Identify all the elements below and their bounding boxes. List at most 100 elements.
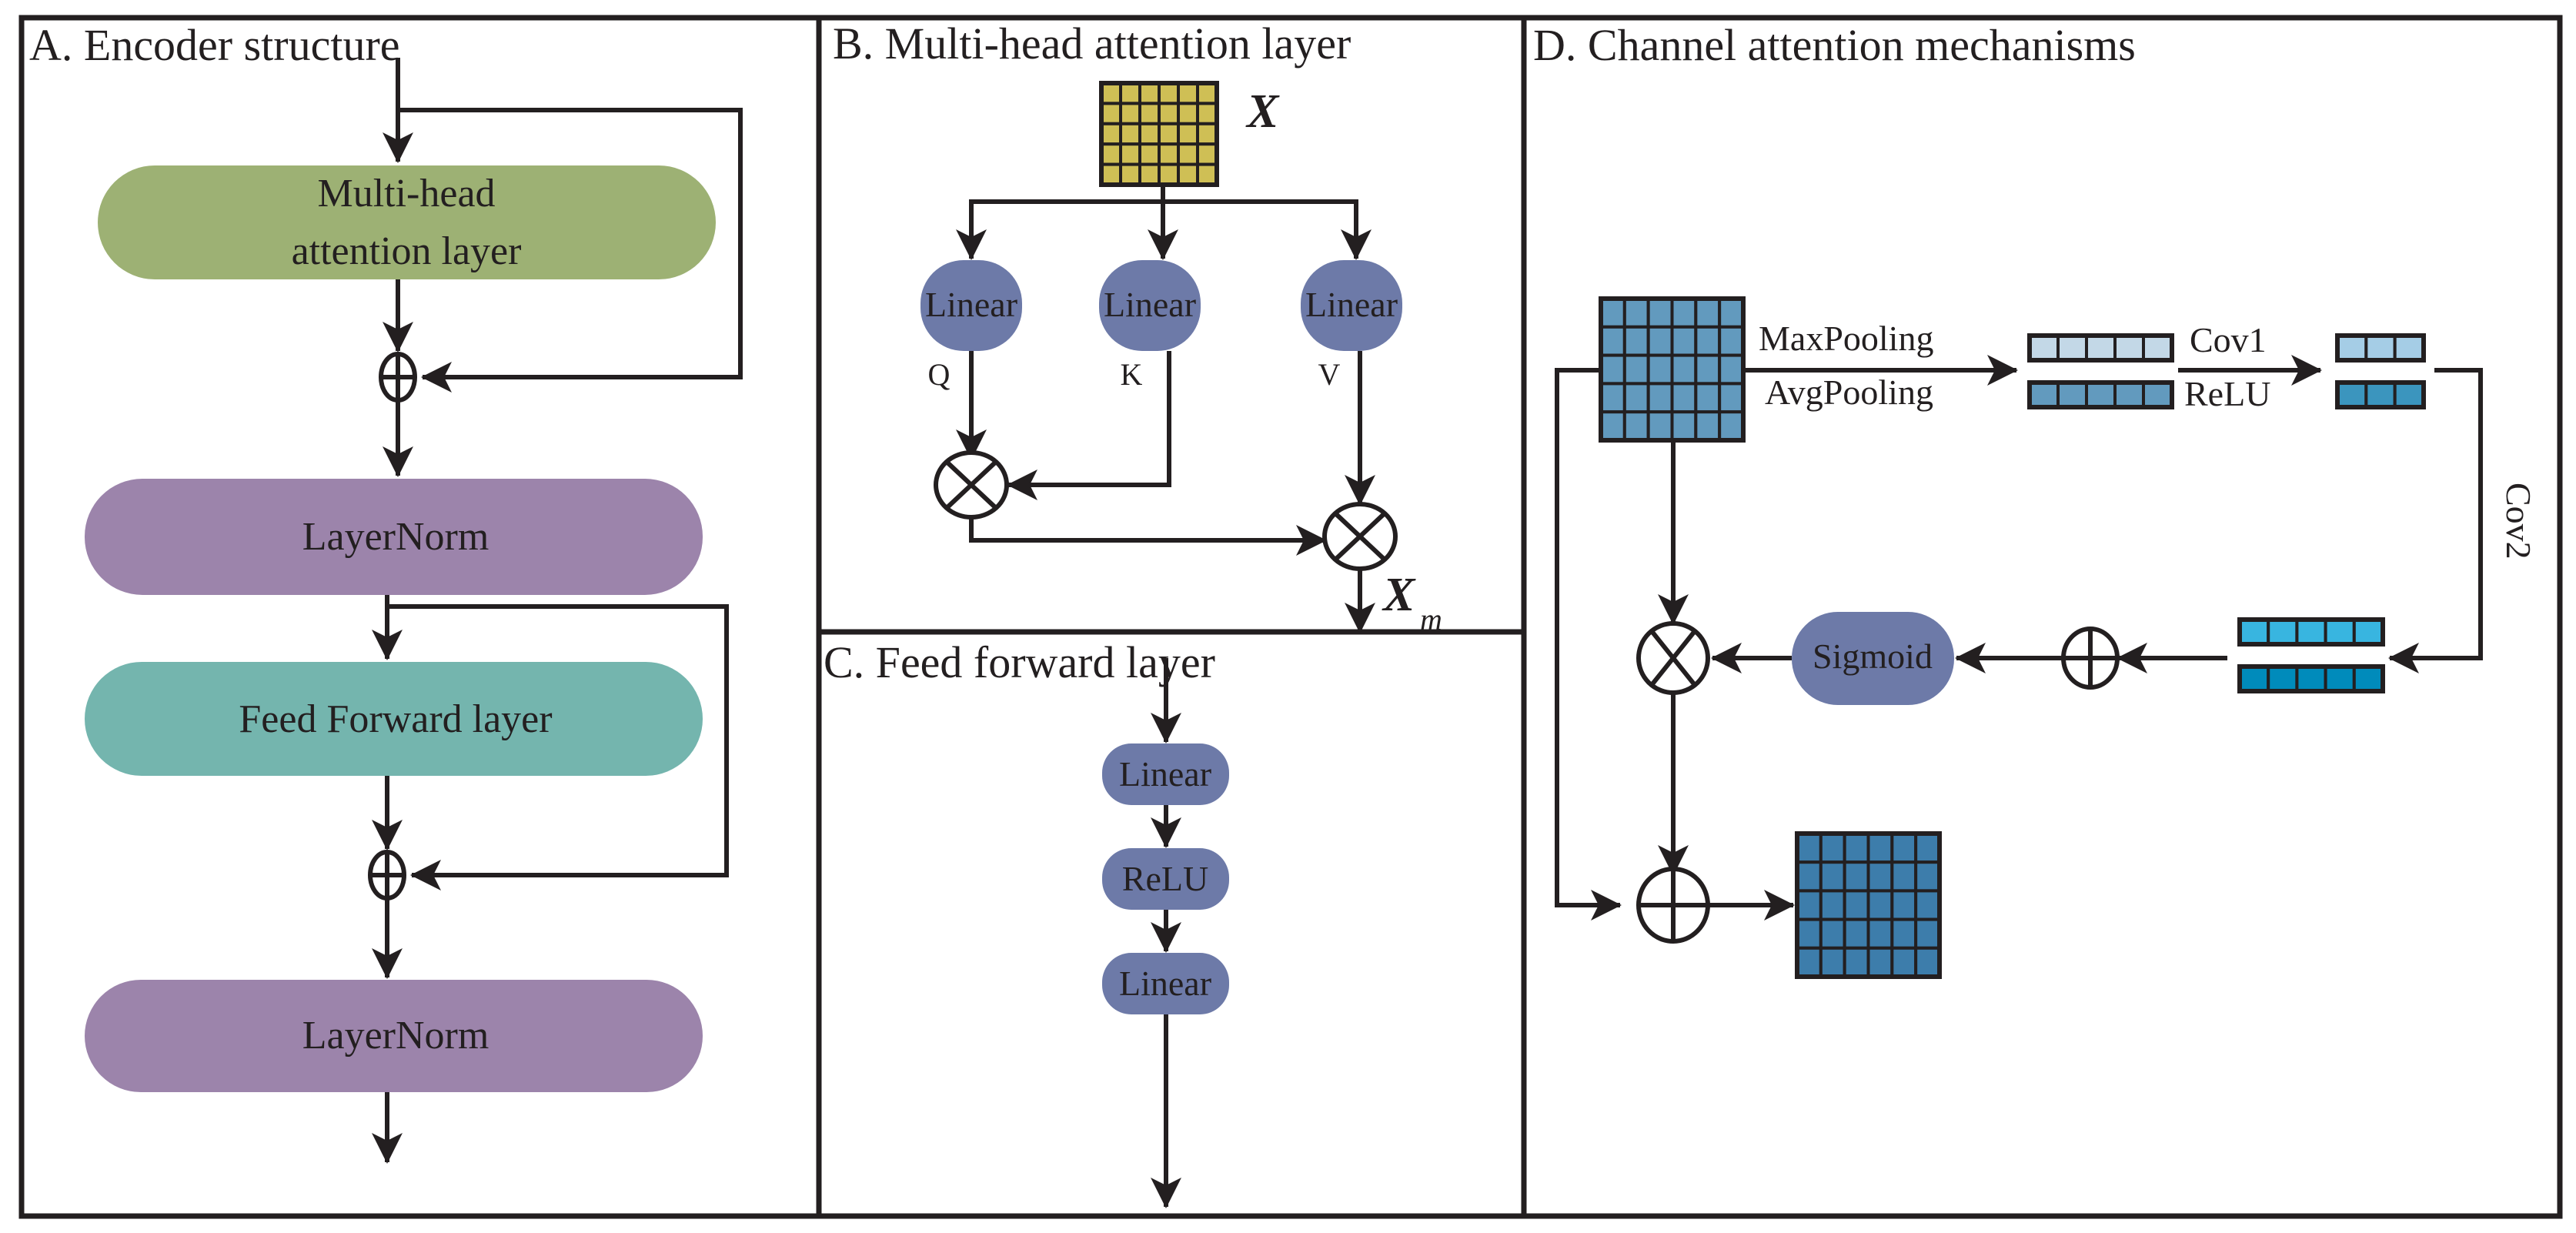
- avg-pooled-vector-cell: [2056, 381, 2088, 409]
- input-matrix-x-cell: [1138, 142, 1161, 166]
- scores-to-mult-arrow: [969, 517, 1327, 556]
- avg-expanded-vector-cell: [2267, 665, 2299, 693]
- input-feature-map-cell: [1622, 353, 1650, 386]
- max-pooled-vector-cell: [2113, 334, 2145, 362]
- cov1-label: Cov1: [2190, 320, 2267, 359]
- output-feature-map-cell: [1843, 889, 1870, 921]
- avg-reduced-vector: [2335, 380, 2426, 409]
- input-feature-map-cell: [1670, 410, 1698, 443]
- ff-linear-block-2: [1102, 953, 1229, 1014]
- output-label-subscript-m: m: [1420, 602, 1442, 637]
- input-feature-map-cell: [1646, 353, 1674, 386]
- input-matrix-x-cell: [1100, 122, 1122, 146]
- output-feature-map-cell: [1819, 917, 1846, 950]
- feed-forward-label: Feed Forward layer: [239, 697, 552, 741]
- output-feature-map-cell: [1796, 860, 1823, 893]
- sigmoid-label: Sigmoid: [1813, 637, 1933, 676]
- panel-a-encoder-structure: A. Encoder structure Multi-head attentio…: [29, 20, 743, 1164]
- max-reduced-vector-cell: [2393, 334, 2426, 362]
- add-operator-icon: [368, 850, 406, 901]
- ff-relu-label: ReLU: [1122, 859, 1208, 898]
- input-matrix-x-cell: [1158, 82, 1180, 105]
- input-feature-map-cell: [1694, 297, 1722, 329]
- input-feature-map-cell: [1694, 382, 1722, 414]
- output-feature-map-cell: [1914, 946, 1942, 979]
- input-matrix-x-cell: [1100, 82, 1122, 105]
- input-feature-map-cell: [1599, 382, 1626, 414]
- input-matrix-x-cell: [1138, 162, 1161, 187]
- max-pooled-vector-cell: [2056, 334, 2088, 362]
- panel-d-title: D. Channel attention mechanisms: [1533, 20, 2136, 70]
- avg-reduced-vector-cell: [2364, 381, 2397, 409]
- input-feature-map-cell: [1670, 353, 1698, 386]
- avg-expanded-vector-cell: [2295, 665, 2327, 693]
- residual-connection-1: [398, 108, 743, 393]
- input-matrix-x-cell: [1119, 82, 1141, 105]
- input-matrix-x-cell: [1119, 102, 1141, 125]
- input-matrix-x-cell: [1138, 122, 1161, 146]
- max-expanded-vector-cell: [2238, 618, 2270, 646]
- output-feature-map-cell: [1890, 946, 1918, 979]
- sigmoid-block: [1792, 612, 1954, 705]
- feed-forward-block: [85, 662, 703, 776]
- linear-k-block: [1099, 260, 1201, 351]
- output-feature-map-cell: [1866, 889, 1894, 921]
- input-feature-map-cell: [1622, 297, 1650, 329]
- linear-q-label: Linear: [925, 285, 1017, 324]
- input-matrix-x-cell: [1158, 142, 1180, 166]
- multihead-attention-block: [98, 165, 716, 279]
- output-feature-map-cell: [1914, 860, 1942, 893]
- panel-d-channel-attention: D. Channel attention mechanisms MaxPooli…: [1533, 20, 2538, 979]
- input-feature-map-cell: [1718, 382, 1746, 414]
- ff-linear-label-1: Linear: [1119, 754, 1211, 794]
- input-matrix-x-cell: [1177, 122, 1199, 146]
- avg-pooled-vector-cell: [2085, 381, 2117, 409]
- output-feature-map: [1795, 831, 1942, 979]
- residual-connection-2: [387, 604, 729, 890]
- panel-b-title: B. Multi-head attention layer: [833, 18, 1351, 68]
- avg-reduced-vector-cell: [2393, 381, 2426, 409]
- input-feature-map: [1599, 296, 1746, 443]
- panel-c-title: C. Feed forward layer: [824, 637, 1215, 687]
- output-feature-map-cell: [1914, 917, 1942, 950]
- output-feature-map-cell: [1890, 832, 1918, 864]
- input-feature-map-cell: [1622, 325, 1650, 357]
- max-reduced-vector: [2335, 333, 2426, 363]
- q-label: Q: [928, 357, 951, 392]
- input-matrix-x-cell: [1196, 82, 1218, 105]
- linear-v-label: Linear: [1305, 285, 1398, 324]
- avg-pooled-vector-cell: [2142, 381, 2173, 409]
- multihead-attention-label-line2: attention layer: [292, 229, 522, 273]
- outer-frame: [18, 15, 2563, 1219]
- output-feature-map-cell: [1914, 889, 1942, 921]
- avg-pooled-vector-cell: [2028, 381, 2060, 409]
- avg-expanded-vector-cell: [2352, 665, 2385, 693]
- input-feature-map-cell: [1646, 410, 1674, 443]
- add-operator-icon: [379, 352, 417, 403]
- max-expanded-vector-cell: [2352, 618, 2385, 646]
- linear-q-block: [920, 260, 1022, 351]
- output-feature-map-cell: [1843, 946, 1870, 979]
- input-feature-map-cell: [1670, 297, 1698, 329]
- avg-expanded-vector-cell: [2238, 665, 2270, 693]
- input-matrix-x-cell: [1100, 162, 1122, 187]
- input-feature-map-cell: [1599, 353, 1626, 386]
- input-matrix-x-cell: [1158, 122, 1180, 146]
- avg-expanded-vector-border: [2237, 664, 2385, 693]
- ff-relu-block: [1102, 848, 1229, 910]
- input-feature-map-cell: [1670, 325, 1698, 357]
- input-feature-map-cell: [1622, 410, 1650, 443]
- input-matrix-x-cell: [1177, 142, 1199, 166]
- layernorm-block-2: [85, 980, 703, 1092]
- multiply-operator-icon: [1322, 502, 1398, 571]
- input-feature-map-cell: [1694, 353, 1722, 386]
- input-feature-map-cell: [1646, 297, 1674, 329]
- avg-reduced-vector-cell: [2336, 381, 2368, 409]
- max-reduced-vector-border: [2335, 333, 2426, 363]
- linear-k-label: Linear: [1104, 285, 1196, 324]
- output-feature-map-cell: [1819, 860, 1846, 893]
- avg-expanded-vector-cell: [2324, 665, 2356, 693]
- output-feature-map-border: [1795, 831, 1942, 979]
- input-matrix-x-cell: [1177, 102, 1199, 125]
